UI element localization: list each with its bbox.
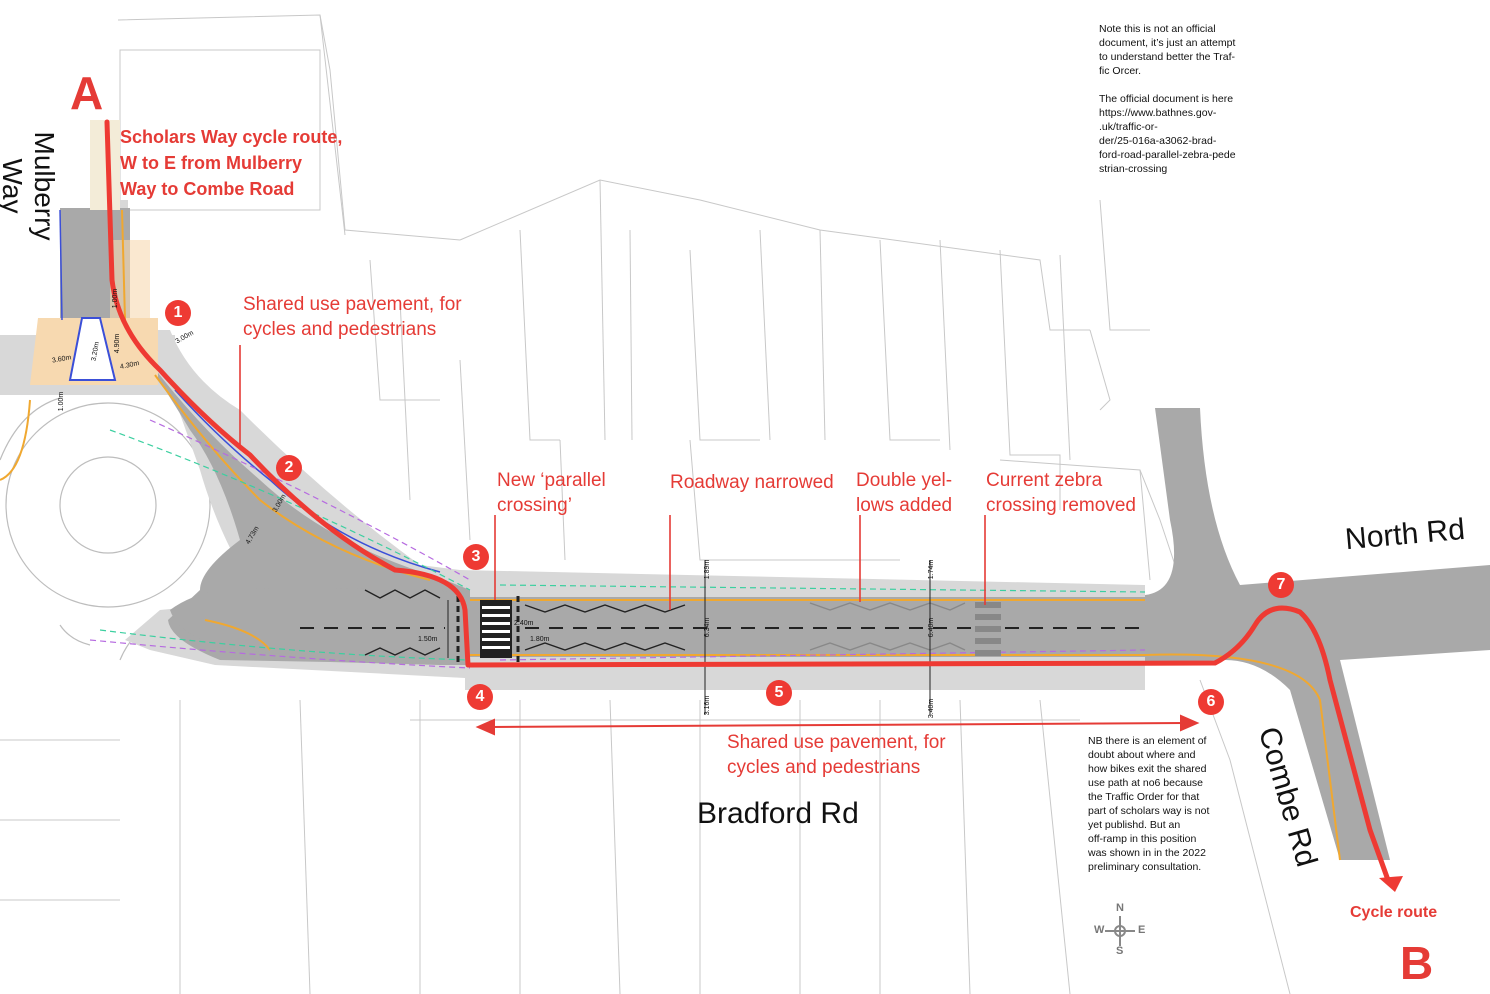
dim-label: 1.74m: [928, 559, 936, 580]
dim-label: 1.00m: [112, 288, 120, 309]
route-marker-2: 2: [276, 455, 302, 481]
dim-label: 3.40m: [928, 698, 936, 719]
leader-lines: [239, 345, 986, 610]
compass-south: S: [1116, 945, 1124, 957]
annotation-roadway-narrowed: Roadway narrowed: [670, 472, 834, 493]
dim-label: 4.90m: [114, 333, 122, 354]
building-outlines: [0, 14, 1291, 994]
route-marker-4: 4: [467, 684, 493, 710]
dim-label: 1.50m: [418, 636, 438, 643]
route-title: Scholars Way cycle route, W to E from Mu…: [120, 127, 343, 199]
dim-label: 1.89m: [704, 559, 712, 580]
dim-label: 2.40m: [514, 620, 534, 627]
annotation-double-yellows: Double yel- lows added: [856, 470, 953, 516]
compass-north: N: [1116, 902, 1124, 914]
road-name-mulberry-way: Mulberry Way: [0, 131, 60, 241]
shared-use-arrow: [475, 714, 1200, 736]
nb-note: NB there is an element of doubt about wh…: [1088, 735, 1210, 873]
guidance-dashes: [89, 419, 1146, 669]
zigzag-markings: [364, 589, 966, 656]
mulberry-crossing-area: [30, 120, 158, 385]
dimension-lines: [447, 560, 931, 715]
dim-label: 6.40m: [928, 617, 936, 638]
route-start-marker: A: [70, 67, 104, 119]
annotation-shared-use-bottom: Shared use pavement, for cycles and pede…: [727, 732, 946, 778]
parallel-crossing: [456, 596, 520, 664]
route-marker-3: 3: [463, 544, 489, 570]
cycle-route-line: [104, 119, 1391, 883]
annotation-shared-use-top: Shared use pavement, for cycles and pede…: [243, 294, 462, 340]
dim-label: 3.16m: [704, 695, 712, 716]
route-end-label: Cycle route: [1350, 904, 1438, 921]
route-marker-7: 7: [1268, 572, 1294, 598]
zebra-crossing-existing: [975, 602, 1001, 656]
dim-label: 6.34m: [704, 617, 712, 638]
route-marker-6: 6: [1198, 689, 1224, 715]
compass-rose: [1105, 916, 1135, 946]
road-name-bradford-rd: Bradford Rd: [697, 797, 859, 830]
route-marker-5: 5: [766, 680, 792, 706]
dim-label: 1.00m: [58, 391, 66, 412]
route-marker-1: 1: [165, 300, 191, 326]
compass-west: W: [1094, 924, 1105, 936]
route-end-marker: B: [1400, 937, 1434, 989]
kerb-lines: [0, 209, 1341, 861]
dim-label: 1.80m: [530, 636, 550, 643]
disclaimer-note: Note this is not an official document, i…: [1099, 23, 1236, 175]
route-end-arrowhead: [1379, 876, 1403, 892]
annotation-zebra-removed: Current zebra crossing removed: [986, 470, 1136, 516]
compass-east: E: [1138, 924, 1146, 936]
annotation-parallel-crossing: New ‘parallel crossing’: [497, 470, 606, 516]
